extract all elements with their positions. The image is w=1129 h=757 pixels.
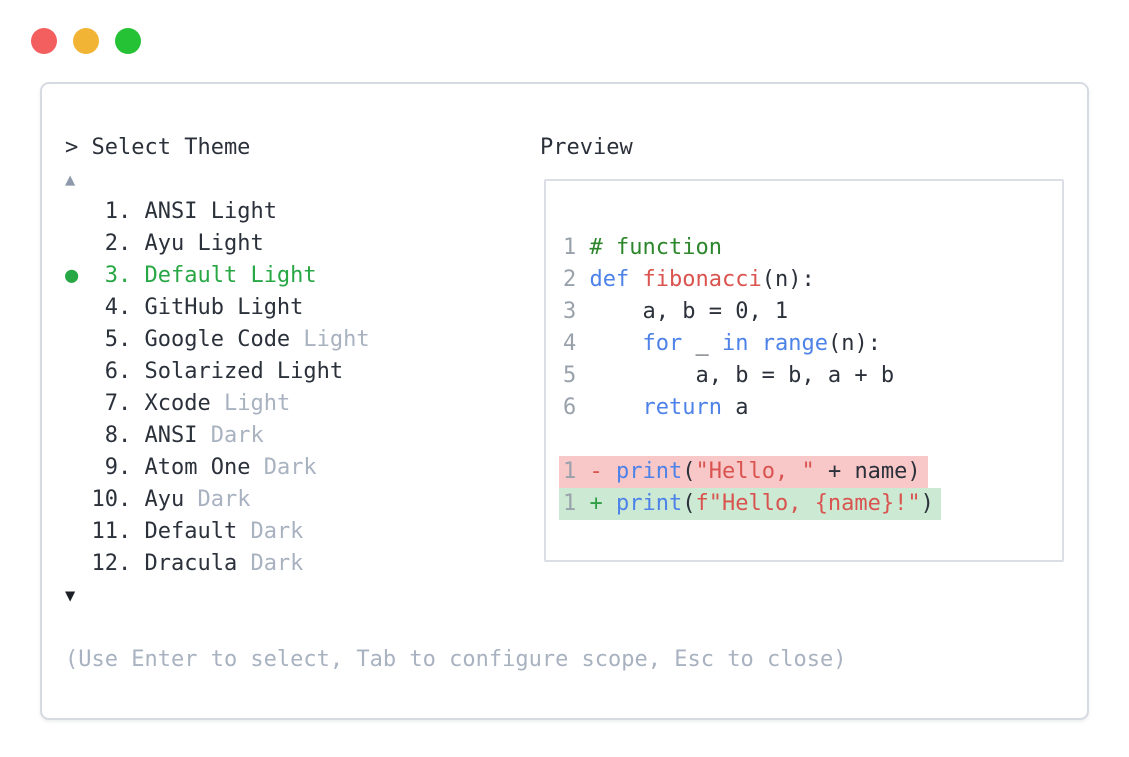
code-line [563, 424, 941, 456]
spacer-row [65, 612, 846, 644]
theme-variant: Dark [250, 455, 317, 480]
theme-variant: Dark [237, 519, 304, 544]
theme-name: ANSI Light [144, 199, 277, 224]
maximize-window-icon[interactable] [115, 28, 141, 54]
code-line: 4 for _ in range(n): [563, 331, 881, 356]
theme-number: 11. [91, 519, 145, 544]
theme-name: Xcode [144, 391, 211, 416]
preview-box: 1 # function 2 def fibonacci(n): 3 a, b = … [544, 179, 1064, 562]
code-line: 1 # function [563, 235, 722, 260]
preview-title: Preview [540, 135, 633, 160]
theme-name: GitHub Light [144, 295, 304, 320]
code-line-del: 1 - print("Hello, " + name) [559, 456, 928, 488]
theme-item-ansi[interactable]: 8. ANSI Dark [65, 420, 846, 452]
theme-name: Default Light [144, 263, 317, 288]
code-preview: 1 # function 2 def fibonacci(n): 3 a, b = … [559, 232, 941, 520]
theme-selector-column: > Select Theme ▲ 1. ANSI Light 2. Ayu Li… [65, 132, 846, 676]
theme-name: Ayu [144, 487, 185, 512]
theme-number: 9. [91, 455, 145, 480]
line-number: 6 [563, 395, 590, 420]
theme-item-default[interactable]: 11. Default Dark [65, 516, 846, 548]
theme-item-xcode[interactable]: 7. Xcode Light [65, 388, 846, 420]
theme-item-google-code[interactable]: 5. Google Code Light [65, 324, 846, 356]
theme-number: 12. [91, 551, 145, 576]
theme-item-dracula[interactable]: 12. Dracula Dark [65, 548, 846, 580]
theme-item-ansi-light[interactable]: 1. ANSI Light [65, 196, 846, 228]
theme-selector-panel: > Select Theme ▲ 1. ANSI Light 2. Ayu Li… [40, 82, 1089, 720]
theme-item-github-light[interactable]: 4. GitHub Light [65, 292, 846, 324]
theme-name: Default [144, 519, 238, 544]
select-theme-prompt: > Select Theme [65, 135, 251, 160]
theme-variant: Dark [237, 551, 304, 576]
code-line: 2 def fibonacci(n): [563, 267, 815, 292]
theme-number: 7. [91, 391, 145, 416]
theme-variant: Dark [184, 487, 251, 512]
scroll-down-icon[interactable]: ▼ [65, 586, 76, 606]
theme-number: 5. [91, 327, 145, 352]
theme-item-atom-one[interactable]: 9. Atom One Dark [65, 452, 846, 484]
theme-number: 2. [91, 231, 145, 256]
theme-name: Solarized Light [144, 359, 344, 384]
theme-number: 4. [91, 295, 145, 320]
theme-variant: Light [210, 391, 291, 416]
code-line-ins: 1 + print(f"Hello, {name}!") [559, 488, 941, 520]
theme-name: Google Code [144, 327, 291, 352]
selected-bullet-icon: ● [65, 263, 92, 288]
theme-name: Ayu Light [144, 231, 264, 256]
line-number: 5 [563, 363, 590, 388]
line-number: 4 [563, 331, 590, 356]
theme-name: ANSI [144, 423, 198, 448]
theme-item-ayu[interactable]: 10. Ayu Dark [65, 484, 846, 516]
code-line: 6 return a [563, 395, 749, 420]
line-number: 1 [563, 459, 590, 484]
theme-variant: Light [290, 327, 370, 352]
line-number: 3 [563, 299, 590, 324]
line-number: 1 [563, 491, 590, 516]
theme-item-ayu-light[interactable]: 2. Ayu Light [65, 228, 846, 260]
theme-item-solarized-light[interactable]: 6. Solarized Light [65, 356, 846, 388]
window-controls [31, 28, 141, 54]
theme-variant: Dark [197, 423, 264, 448]
code-line: 5 a, b = b, a + b [563, 363, 895, 388]
theme-number: 6. [91, 359, 145, 384]
footer-hint: (Use Enter to select, Tab to configure s… [65, 647, 847, 672]
theme-item-default-light[interactable]: ● 3. Default Light [65, 260, 846, 292]
theme-name: Dracula [144, 551, 238, 576]
theme-number: 1. [91, 199, 145, 224]
theme-number: 3. [91, 263, 145, 288]
code-line: 3 a, b = 0, 1 [563, 299, 789, 324]
theme-number: 10. [91, 487, 145, 512]
line-number: 1 [563, 235, 590, 260]
minimize-window-icon[interactable] [73, 28, 99, 54]
theme-list: 1. ANSI Light 2. Ayu Light● 3. Default L… [65, 196, 846, 580]
close-window-icon[interactable] [31, 28, 57, 54]
line-number: 2 [563, 267, 590, 292]
theme-number: 8. [91, 423, 145, 448]
scroll-up-icon[interactable]: ▲ [65, 170, 76, 190]
theme-name: Atom One [144, 455, 251, 480]
